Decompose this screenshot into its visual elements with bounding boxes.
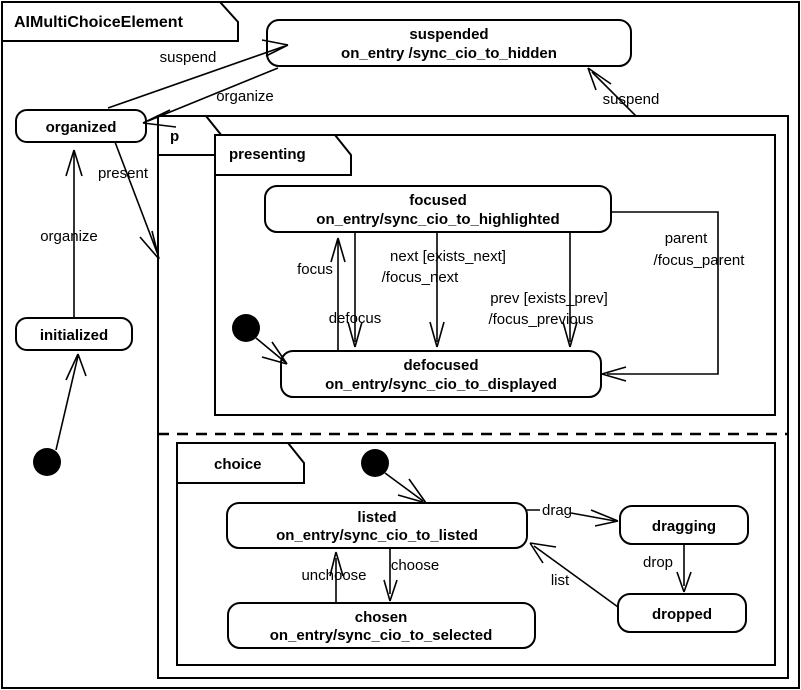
- arrowhead-list: [529, 542, 557, 564]
- arrowhead-defocus: [347, 321, 363, 348]
- transition-initial-to-defocused: [255, 337, 286, 363]
- transition-label-focus: focus: [297, 261, 333, 278]
- transition-suspend-from-p: [591, 71, 637, 117]
- transition-label-parent-line1: parent: [665, 230, 708, 247]
- transition-label-organize-suspended: organize: [216, 88, 274, 105]
- region-presenting-tab: [214, 134, 352, 176]
- state-dragging-name: dragging: [652, 518, 716, 535]
- transition-list: [533, 545, 619, 608]
- transition-label-drag: drag: [542, 502, 572, 519]
- transition-label-suspend-organized: suspend: [160, 49, 217, 66]
- arrowhead-organize-from-initialized: [65, 149, 83, 177]
- state-listed[interactable]: [226, 502, 528, 549]
- state-defocused-activity: on_entry/sync_cio_to_displayed: [325, 376, 557, 393]
- state-suspended-activity: on_entry /sync_cio_to_hidden: [341, 45, 557, 62]
- initial-pseudostate-choice: [361, 449, 389, 477]
- state-chosen[interactable]: [227, 602, 536, 649]
- arrowhead-initial-to-initialized: [65, 353, 87, 381]
- transition-initial-to-listed: [384, 472, 424, 502]
- transition-label-suspend-p: suspend: [603, 91, 660, 108]
- arrowhead-initial-to-defocused: [261, 341, 288, 365]
- state-chosen-name: chosen: [355, 609, 408, 626]
- region-choice-label: choice: [214, 456, 262, 473]
- diagram-title-tab: [1, 1, 239, 42]
- transition-label-choose: choose: [391, 557, 439, 574]
- state-chosen-activity: on_entry/sync_cio_to_selected: [270, 627, 493, 644]
- transition-label-unchoose: unchoose: [301, 567, 366, 584]
- arrowhead-prev: [562, 321, 578, 348]
- initial-pseudostate-presenting: [232, 314, 260, 342]
- transition-label-list: list: [551, 572, 570, 589]
- arrowhead-drag: [590, 509, 619, 527]
- arrowhead-organize-from-suspended: [142, 109, 177, 128]
- region-presenting-label: presenting: [229, 146, 306, 163]
- transition-label-defocus-text: defocus: [329, 310, 382, 327]
- transition-suspend-from-organized: [107, 45, 286, 109]
- transition-parent: [607, 211, 719, 375]
- transition-label-present: present: [98, 165, 149, 182]
- diagram-title: AIMultiChoiceElement: [14, 14, 184, 31]
- arrowhead-unchoose: [329, 551, 344, 577]
- state-defocused-name: defocused: [403, 357, 478, 374]
- transition-drag: [527, 509, 616, 522]
- state-focused-name: focused: [409, 192, 467, 209]
- state-defocused[interactable]: [280, 350, 602, 398]
- transition-label-next-line2: /focus_next: [382, 269, 460, 286]
- state-dropped[interactable]: [617, 593, 747, 633]
- initial-pseudostate-top: [33, 448, 61, 476]
- arrowhead-choose: [383, 579, 398, 602]
- arrowhead-suspend-from-organized: [261, 39, 289, 57]
- transition-organize-from-suspended: [147, 67, 279, 122]
- state-listed-name: listed: [357, 509, 396, 526]
- transition-label-prev-line1: prev [exists_prev]: [490, 290, 608, 307]
- state-dropped-name: dropped: [652, 606, 712, 623]
- composite-state-p-label: p: [170, 128, 179, 145]
- transition-label-drop: drop: [643, 554, 673, 571]
- state-organized-name: organized: [46, 119, 117, 136]
- state-organized[interactable]: [15, 109, 147, 143]
- transition-label-next-line1: next [exists_next]: [390, 248, 506, 265]
- transition-present: [114, 141, 159, 256]
- transition-label-organize-initialized: organize: [40, 228, 98, 245]
- transition-label-parent-line2: /focus_parent: [654, 252, 746, 269]
- state-focused-activity: on_entry/sync_cio_to_highlighted: [316, 211, 559, 228]
- region-choice-tab: [176, 442, 305, 484]
- arrowhead-focus: [330, 237, 346, 263]
- arrowhead-suspend-from-p: [587, 67, 612, 91]
- state-focused[interactable]: [264, 185, 612, 233]
- arrowhead-next: [429, 321, 445, 348]
- arrowhead-parent: [601, 366, 627, 382]
- transition-initial-to-initialized: [55, 355, 79, 451]
- state-suspended[interactable]: [266, 19, 632, 67]
- transition-label-prev-line2: /focus_previous: [488, 311, 593, 328]
- arrowhead-present: [139, 230, 160, 260]
- state-listed-activity: on_entry/sync_cio_to_listed: [276, 527, 478, 544]
- arrowhead-initial-to-listed: [397, 478, 427, 504]
- state-initialized-name: initialized: [40, 327, 108, 344]
- state-suspended-name: suspended: [409, 26, 488, 43]
- arrowhead-drop: [676, 571, 692, 593]
